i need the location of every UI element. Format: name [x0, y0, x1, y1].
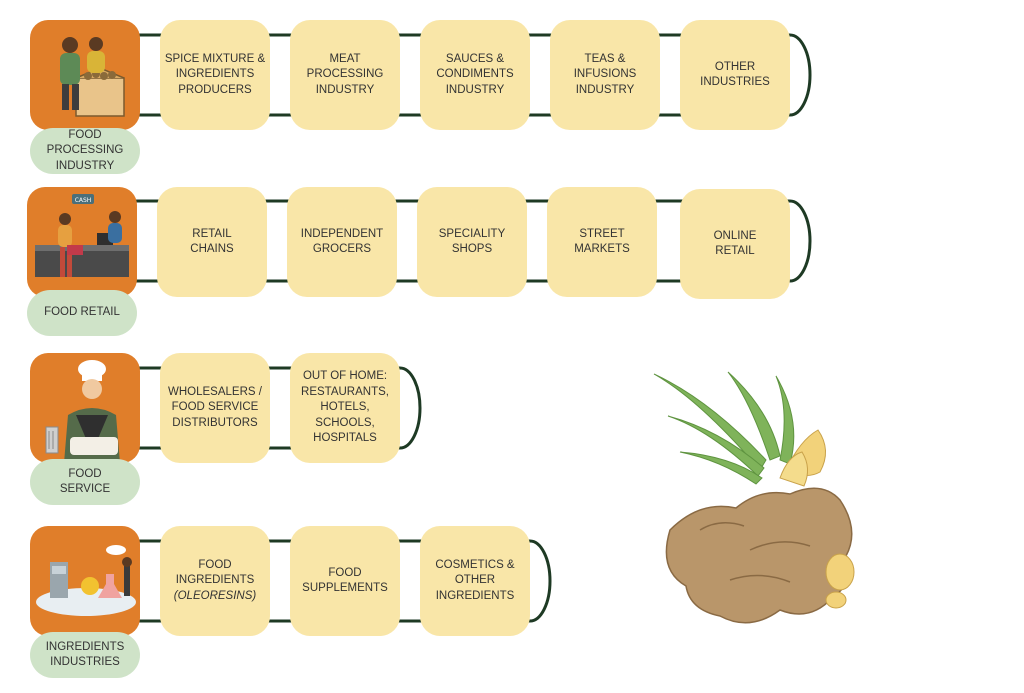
node-wholesalers: WHOLESALERS / FOOD SERVICE DISTRIBUTORS [160, 353, 270, 463]
category-label: FOOD RETAIL [27, 290, 137, 336]
people-sorting-produce-icon [60, 37, 125, 117]
food-processing-image [30, 20, 140, 130]
chef-icon [45, 360, 120, 463]
node-sauces-condiments: SAUCES & CONDIMENTS INDUSTRY [420, 20, 530, 130]
node-independent-grocers: INDEPENDENT GROCERS [287, 187, 397, 297]
node-speciality-shops: SPECIALITY SHOPS [417, 187, 527, 297]
node-teas-infusions: TEAS & INFUSIONS INDUSTRY [550, 20, 660, 130]
ginger-root-icon [653, 371, 855, 624]
food-service-image [30, 353, 140, 463]
category-label: FOOD SERVICE [30, 459, 140, 505]
shop-cashier-icon: CASH [35, 194, 129, 277]
node-out-of-home: OUT OF HOME: RESTAURANTS, HOTELS, SCHOOL… [290, 353, 400, 463]
node-meat-processing: MEAT PROCESSING INDUSTRY [290, 20, 400, 130]
laboratory-icon [36, 545, 136, 616]
node-note: (OLEORESINS) [173, 589, 257, 602]
cash-sign: CASH [75, 197, 92, 204]
node-cosmetics: COSMETICS & OTHER INGREDIENTS [420, 526, 530, 636]
node-food-supplements: FOOD SUPPLEMENTS [290, 526, 400, 636]
category-label: FOOD PROCESSING INDUSTRY [30, 128, 140, 174]
node-food-ingredients: FOOD INGREDIENTS(OLEORESINS) [160, 526, 270, 636]
node-street-markets: STREET MARKETS [547, 187, 657, 297]
node-retail-chains: RETAIL CHAINS [157, 187, 267, 297]
category-label: INGREDIENTS INDUSTRIES [30, 632, 140, 678]
node-other-industries: OTHER INDUSTRIES [680, 20, 790, 130]
node-online-retail: ONLINE RETAIL [680, 189, 790, 299]
node-spice-mixture: SPICE MIXTURE & INGREDIENTS PRODUCERS [160, 20, 270, 130]
food-retail-image: CASH [27, 187, 137, 297]
ingredients-industries-image [30, 526, 140, 636]
